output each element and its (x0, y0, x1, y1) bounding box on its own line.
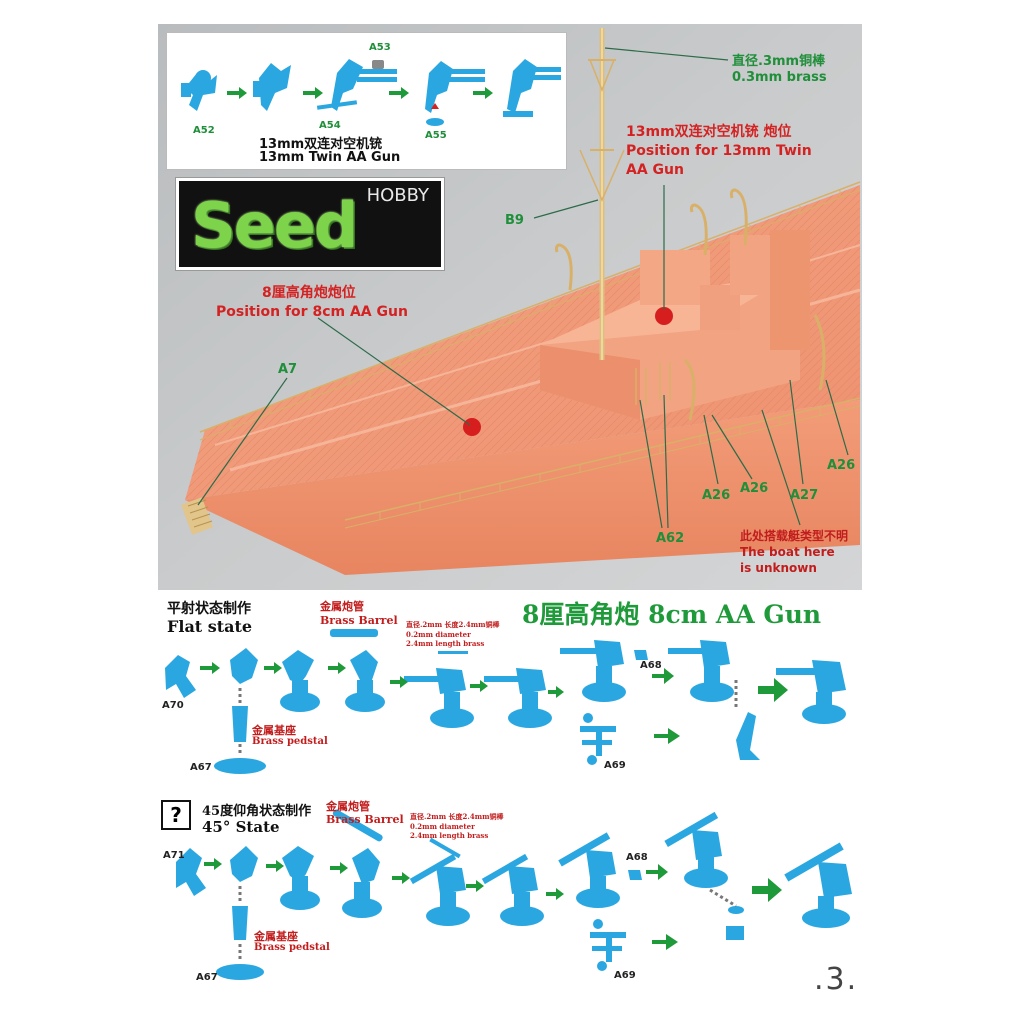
part-label-a52: A52 (193, 125, 215, 136)
part-label-b9: B9 (505, 213, 524, 228)
flat-barrel-label-cn: 金属炮管 (320, 600, 364, 613)
page-number: .3. (814, 962, 859, 997)
mast-label-cn: 直径.3mm铜棒 (732, 54, 826, 69)
state45-rod-label-en1: 0.2mm diameter (410, 822, 475, 831)
logo-subtitle: HOBBY (366, 185, 429, 206)
part-label-a69-45: A69 (614, 970, 636, 981)
twin-aa-caption-cn: 13mm双连对空机铳 (259, 137, 383, 152)
part-label-a68-flat: A68 (640, 660, 662, 671)
flat-state-title-en: Flat state (167, 617, 253, 636)
aa8-position-label-cn: 8厘高角炮炮位 (262, 285, 356, 301)
part-label-a62: A62 (656, 531, 685, 546)
part-label-a70: A70 (162, 700, 184, 711)
boat-label-cn: 此处搭载艇类型不明 (740, 529, 849, 543)
state45-rod-label-cn: 直径.2mm 长度2.4mm铜棒 (410, 812, 504, 821)
flat-barrel-label-en: Brass Barrel (320, 614, 398, 627)
flat-rod-label-cn: 直径.2mm 长度2.4mm铜棒 (406, 620, 500, 629)
flat-state-assembly-diagram (165, 629, 846, 774)
part-label-a54: A54 (319, 120, 341, 131)
state45-rod-label-en2: 2.4mm length brass (410, 831, 489, 840)
part-label-a27: A27 (790, 488, 819, 503)
part-label-a68-45: A68 (626, 852, 648, 863)
part-label-a69-flat: A69 (604, 760, 626, 771)
twin-position-label-cn: 13mm双连对空机铳 炮位 (626, 124, 792, 140)
twin-position-label-en2: AA Gun (626, 162, 684, 178)
state45-pedestal-label-cn: 金属基座 (254, 930, 298, 943)
flat-pedestal-label-en: Brass pedstal (252, 736, 328, 747)
state45-title-en: 45° State (202, 818, 280, 836)
unknown-state-marker: ? (161, 800, 191, 830)
mast-label-en: 0.3mm brass (732, 70, 827, 85)
part-label-a55: A55 (425, 130, 447, 141)
twin-aa-caption-en: 13mm Twin AA Gun (259, 150, 401, 165)
boat-label-en2: is unknown (740, 561, 817, 575)
aa8-position-label-en: Position for 8cm AA Gun (216, 304, 408, 320)
state45-pedestal-label-en: Brass pedstal (254, 942, 330, 953)
state45-title-cn: 45度仰角状态制作 (202, 804, 312, 819)
flat-rod-label-en2: 2.4mm length brass (406, 639, 485, 648)
boat-label-en1: The boat here (740, 545, 835, 559)
seed-hobby-logo: Seed HOBBY (175, 177, 445, 271)
part-label-a71: A71 (163, 850, 185, 861)
state45-assembly-diagram (176, 809, 852, 980)
part-label-a7: A7 (278, 362, 298, 377)
flat-state-title-cn: 平射状态制作 (167, 601, 251, 617)
twin-aa-inset: A52 A53 A54 A55 13mm双连对空机铳 13mm Twin AA … (166, 32, 567, 170)
flat-pedestal-label-cn: 金属基座 (252, 724, 296, 737)
flat-rod-label-en1: 0.2mm diameter (406, 630, 471, 639)
logo-wordmark: Seed (191, 189, 358, 262)
twin-position-label-en1: Position for 13mm Twin (626, 143, 812, 159)
state45-barrel-label-cn: 金属炮管 (326, 800, 370, 813)
section-title: 8厘高角炮 8cm AA Gun (522, 600, 822, 629)
part-label-a53: A53 (369, 42, 391, 53)
twin-aa-steps-diagram (181, 59, 561, 126)
part-label-a26-left: A26 (702, 488, 731, 503)
part-label-a67-flat: A67 (190, 762, 212, 773)
part-label-a67-45: A67 (196, 972, 218, 983)
part-label-a26-right: A26 (827, 458, 856, 473)
part-label-a26-mid: A26 (740, 481, 769, 496)
state45-barrel-label-en: Brass Barrel (326, 813, 404, 826)
